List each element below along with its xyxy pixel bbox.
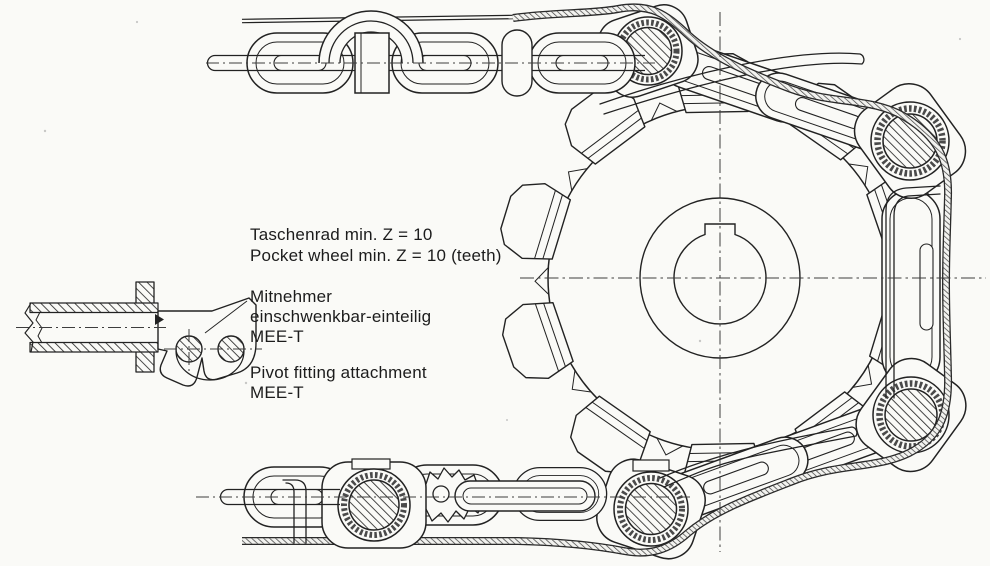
pivot-rod-hairpins (599, 52, 941, 488)
label-taschenrad: Taschenrad min. Z = 10 (250, 225, 433, 244)
chain-flat-link-right (881, 189, 941, 387)
chain-pin-mid-bottom (321, 458, 427, 549)
detail-centerlines (16, 327, 262, 371)
weld-symbol (155, 314, 164, 325)
label-pocket-wheel: Pocket wheel min. Z = 10 (teeth) (250, 246, 502, 265)
fitting-body (157, 297, 257, 387)
guide-rail (242, 3, 953, 557)
pivot-fitting-detail (16, 281, 262, 387)
label-einschwenkbar: einschwenkbar-einteilig (250, 307, 431, 326)
leader-line (204, 300, 248, 334)
round-link-chain-top (206, 10, 655, 97)
label-mitnehmer: Mitnehmer (250, 287, 332, 306)
chain-pin-upper-right (853, 83, 967, 199)
slot-link (454, 480, 596, 512)
scan-speckles (43, 20, 962, 421)
tube-wall-top (29, 302, 159, 314)
bent-rod-hairpin (282, 479, 307, 544)
annotations: Taschenrad min. Z = 10 Pocket wheel min.… (250, 225, 502, 402)
chain-link-bend (175, 350, 245, 381)
attachment-arch (318, 10, 424, 64)
wheel-centerlines (520, 12, 986, 552)
label-mee-t-en: MEE-T (250, 383, 304, 402)
bore-with-keyway (673, 223, 767, 325)
tube-wall-bottom (29, 341, 159, 353)
label-pivot-fitting: Pivot fitting attachment (250, 363, 427, 382)
label-mee-t-de: MEE-T (250, 327, 304, 346)
round-link-chain-bottom (196, 458, 690, 549)
chain-pin-bottom (596, 458, 706, 560)
